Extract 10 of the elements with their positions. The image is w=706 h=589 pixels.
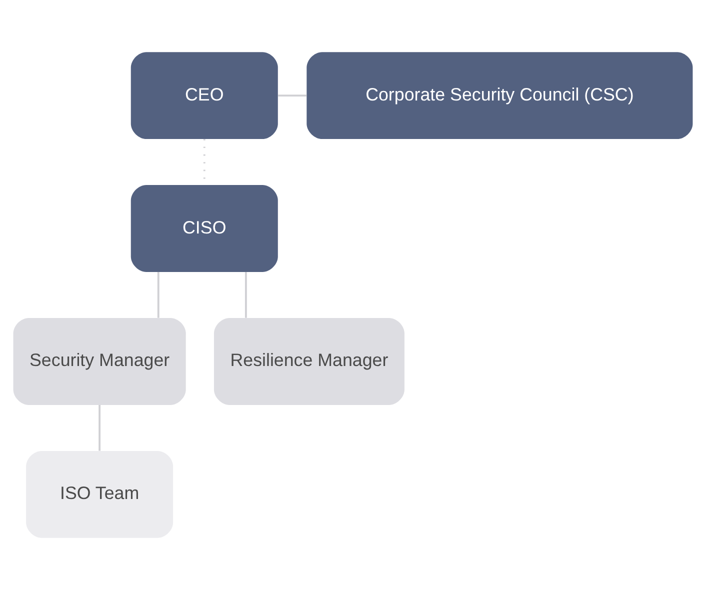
- node-box: Corporate Security Council (CSC): [306, 52, 693, 139]
- node-box: CEO: [130, 52, 278, 139]
- connector: [278, 94, 307, 96]
- connector: [98, 404, 101, 450]
- connector: [244, 272, 247, 318]
- node-box: Resilience Manager: [214, 318, 404, 404]
- node-box: CISO: [130, 184, 278, 272]
- connector: [157, 272, 160, 318]
- node-box: ISO Team: [26, 450, 174, 538]
- node-box: Security Manager: [13, 318, 186, 404]
